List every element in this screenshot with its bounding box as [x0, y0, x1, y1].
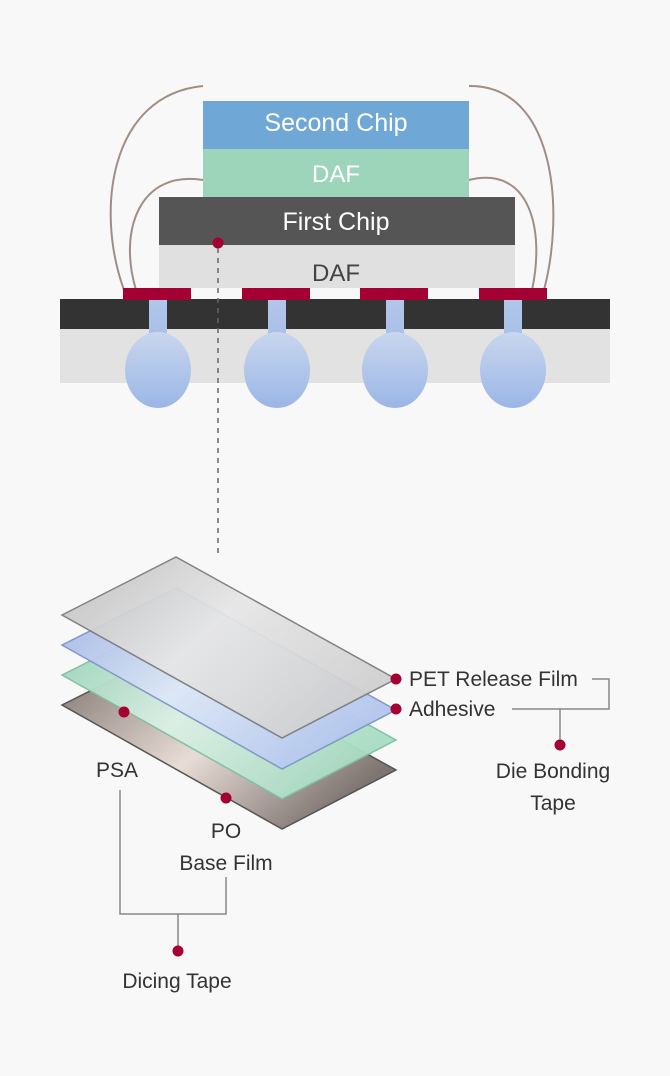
po-marker	[220, 792, 232, 804]
via	[386, 299, 404, 339]
die-bonding-tape-label-line2: Tape	[530, 792, 576, 815]
bond-wire-inner-left	[128, 177, 204, 291]
bond-pad	[123, 288, 191, 300]
po-label-line2: Base Film	[179, 852, 272, 875]
die-bonding-tape-label-line1: Die Bonding	[496, 760, 610, 783]
solder-ball	[480, 332, 546, 408]
via	[268, 299, 286, 339]
adhesive-marker	[390, 703, 402, 715]
bond-pad	[242, 288, 310, 300]
bond-pad	[360, 288, 428, 300]
pet-release-film-label: PET Release Film	[409, 668, 578, 691]
layer-markers	[118, 673, 566, 957]
tape-layers	[60, 556, 398, 830]
dicing-bracket	[119, 790, 227, 915]
bond-pads	[123, 288, 547, 300]
via	[504, 299, 522, 339]
psa-marker	[118, 706, 130, 718]
dicing-tape-label: Dicing Tape	[122, 970, 231, 993]
pet-marker	[390, 673, 402, 685]
bond-wire-outer-left	[109, 85, 204, 291]
bond-wire-outer-right	[468, 84, 555, 291]
psa-label: PSA	[96, 759, 138, 782]
second-chip-label: Second Chip	[264, 109, 407, 137]
bond-pad	[479, 288, 547, 300]
solder-ball	[244, 332, 310, 408]
daf-top-label: DAF	[312, 161, 360, 188]
solder-balls	[125, 299, 546, 408]
bond-wires	[109, 84, 555, 291]
adhesive-label: Adhesive	[409, 698, 495, 721]
daf-top-layer	[203, 149, 469, 197]
bond-wire-inner-right	[468, 176, 538, 291]
first-chip-layer	[159, 197, 515, 245]
die-bonding-marker	[554, 739, 566, 751]
first-chip-label: First Chip	[283, 208, 390, 236]
zoom-marker	[212, 237, 224, 249]
daf-bottom-label: DAF	[312, 260, 360, 287]
substrate-top-layer	[60, 299, 610, 329]
po-label-line1: PO	[211, 820, 241, 843]
leader-lines	[119, 678, 610, 950]
solder-ball	[362, 332, 428, 408]
via	[149, 299, 167, 339]
solder-ball	[125, 332, 191, 408]
dicing-marker	[172, 945, 184, 957]
second-chip-layer	[203, 101, 469, 149]
